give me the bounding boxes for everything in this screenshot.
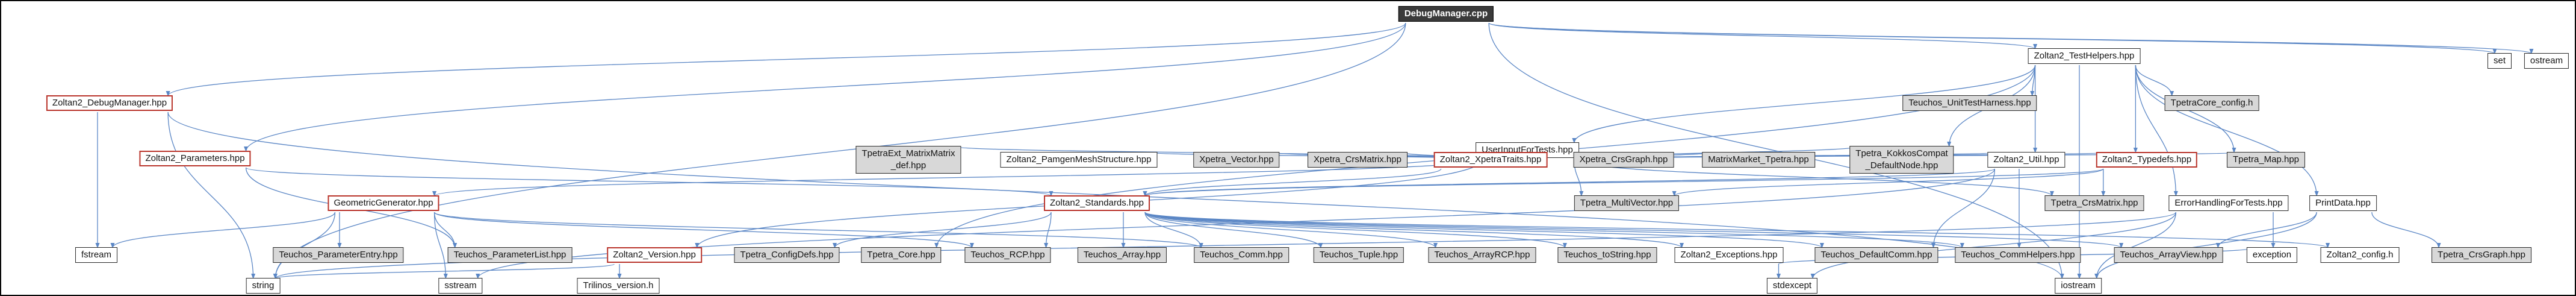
graph-node-debugmgr_hpp[interactable]: Zoltan2_DebugManager.hpp [46,95,173,111]
include-edge-version-to-string [273,263,615,279]
include-edge-testhelpers-to-errhandling [2135,65,2178,197]
graph-node-teuchos_comm[interactable]: Teuchos_Comm.hpp [1194,247,1289,263]
graph-node-tpetra_mv[interactable]: Tpetra_MultiVector.hpp [1574,195,1680,211]
graph-node-param_list[interactable]: Teuchos_ParameterList.hpp [447,247,573,263]
include-edge-standards-to-teuchos_tostring [1144,212,1567,248]
graph-node-teuchos_tostring[interactable]: Teuchos_toString.hpp [1557,247,1657,263]
graph-node-xpetra_crsmatrix[interactable]: Xpetra_CrsMatrix.hpp [1308,152,1407,168]
include-edge-root-to-iostream [1488,22,2064,279]
graph-node-tpetra_crsmatrix[interactable]: Tpetra_CrsMatrix.hpp [2044,195,2144,211]
graph-node-testhelpers[interactable]: Zoltan2_TestHelpers.hpp [2028,48,2141,64]
graph-node-unittest[interactable]: Teuchos_UnitTestHarness.hpp [1902,95,2037,111]
graph-node-errhandling[interactable]: ErrorHandlingForTests.hpp [2168,195,2289,211]
graph-node-iostream[interactable]: iostream [2055,278,2102,294]
include-edge-standards-to-teuchos_rcp [1044,212,1052,248]
graph-node-tpetracore_config[interactable]: TpetraCore_config.h [2164,95,2259,111]
graph-node-util[interactable]: Zoltan2_Util.hpp [1987,152,2065,168]
include-edge-geomgen-to-teuchos_rcp [433,212,974,248]
include-edge-standards-to-tpetra_configdefs [833,212,1052,248]
graph-node-param_entry[interactable]: Teuchos_ParameterEntry.hpp [273,247,404,263]
include-edge-standards-to-teuchos_comm [1144,212,1203,248]
graph-node-teuchos_arrayrcp[interactable]: Teuchos_ArrayRCP.hpp [1428,247,1536,263]
graph-node-tpetra_configdefs[interactable]: Tpetra_ConfigDefs.hpp [734,247,840,263]
include-edge-util-to-teuchos_defaultcomm [1931,168,1996,248]
include-edge-testhelpers-to-printdata [2135,65,2319,197]
include-edge-standards-to-teuchos_arrayview [1144,212,2123,248]
include-edge-util-to-standards [1143,168,1996,197]
include-edge-printdata-to-iostream [2094,212,2317,279]
include-edge-standards-to-teuchos_defaultcomm [1144,212,1824,248]
graph-node-sstream[interactable]: sstream [438,278,483,294]
include-edge-testhelpers-to-userinput [1572,65,2036,143]
graph-node-pamgen[interactable]: Zoltan2_PamgenMeshStructure.hpp [1000,152,1158,168]
include-edge-standards-to-teuchos_arrayrcp [1144,212,1438,248]
include-edge-geomgen-to-param_list [433,212,458,248]
graph-node-teuchos_arrayview[interactable]: Teuchos_ArrayView.hpp [2114,247,2223,263]
include-edge-standards-to-teuchos_commhelpers [1144,212,1964,248]
graph-node-tpetra_core[interactable]: Tpetra_Core.hpp [861,247,942,263]
graph-node-teuchos_array[interactable]: Teuchos_Array.hpp [1077,247,1167,263]
graph-node-printdata[interactable]: PrintData.hpp [2309,195,2377,211]
graph-node-tpetra_map[interactable]: Tpetra_Map.hpp [2226,152,2306,168]
graph-node-string[interactable]: string [246,278,281,294]
graph-node-kokkoscompat[interactable]: Tpetra_KokkosCompat _DefaultNode.hpp [1849,146,1954,174]
include-edge-typedefs-to-tpetra_mv [1672,168,2104,197]
graph-node-trilinos_version[interactable]: Trilinos_version.h [577,278,660,294]
graph-node-teuchos_commhelpers[interactable]: Teuchos_CommHelpers.hpp [1955,247,2081,263]
graph-node-mm_tpetra[interactable]: MatrixMarket_Tpetra.hpp [1702,152,1815,168]
graph-node-fstream[interactable]: fstream [75,247,118,263]
include-edge-geomgen-to-sstream [433,212,448,279]
graph-node-teuchos_tuple[interactable]: Teuchos_Tuple.hpp [1313,247,1404,263]
include-edge-standards-to-teuchos_tuple [1144,212,1323,248]
graph-node-xpetra_vector[interactable]: Xpetra_Vector.hpp [1193,152,1280,168]
graph-node-stdexcept[interactable]: stdexcept [1766,278,1818,294]
graph-node-version[interactable]: Zoltan2_Version.hpp [607,247,702,263]
include-edge-testhelpers-to-tpetracore_config [2135,65,2174,96]
include-edge-geomgen-to-string [273,212,336,279]
include-edge-userinput-to-geomgen [432,159,1483,197]
graph-node-teuchos_rcp[interactable]: Teuchos_RCP.hpp [964,247,1051,263]
include-edge-root-to-params [244,22,1406,152]
graph-node-geomgen[interactable]: GeometricGenerator.hpp [327,195,439,211]
include-edge-printdata-to-teuchos_arrayview [2215,212,2317,248]
graph-node-tpetraext_mm[interactable]: TpetraExt_MatrixMatrix _def.hpp [855,146,961,174]
include-edge-params-to-standards [245,167,1054,197]
include-edge-geomgen-to-teuchos_comm [433,212,1203,248]
graph-node-exceptions[interactable]: Zoltan2_Exceptions.hpp [1674,247,1784,263]
graph-node-xpetra_crsgraph[interactable]: Xpetra_CrsGraph.hpp [1573,152,1674,168]
graph-node-tpetra_crsgraph[interactable]: Tpetra_CrsGraph.hpp [2432,247,2531,263]
include-edge-root-to-ostream [1488,22,2533,54]
graph-node-exception[interactable]: exception [2246,247,2298,263]
include-edge-root-to-debugmgr_hpp [166,22,1406,96]
graph-node-typedefs[interactable]: Zoltan2_Typedefs.hpp [2096,152,2198,168]
include-edge-root-to-testhelpers [1488,22,2037,49]
include-edge-util-to-sstream [476,168,1996,279]
graph-node-params[interactable]: Zoltan2_Parameters.hpp [139,151,251,166]
include-edge-errhandling-to-string [273,212,2177,279]
include-edge-debugmgr_hpp-to-string [167,112,256,279]
include-edge-printdata-to-tpetra_crsgraph [2371,212,2441,248]
graph-node-teuchos_defaultcomm[interactable]: Teuchos_DefaultComm.hpp [1814,247,1938,263]
graph-node-xpetratraits[interactable]: Zoltan2_XpetraTraits.hpp [1433,152,1548,168]
include-edge-geomgen-to-fstream [110,212,336,248]
graph-node-ostream[interactable]: ostream [2524,53,2569,69]
include-edge-xpetratraits-to-standards [1143,168,1442,197]
graph-node-z2config[interactable]: Zoltan2_config.h [2320,247,2400,263]
include-edge-standards-to-z2config [1144,212,2330,248]
graph-node-standards[interactable]: Zoltan2_Standards.hpp [1044,195,1150,211]
include-edge-errhandling-to-iostream [2094,212,2177,279]
include-edge-errhandling-to-stdexcept [1810,212,2177,279]
include-edge-root-to-string [273,22,1406,279]
include-edge-standards-to-exceptions [1144,212,1684,248]
graph-node-root[interactable]: DebugManager.cpp [1398,6,1494,22]
graph-node-set[interactable]: set [2487,53,2512,69]
